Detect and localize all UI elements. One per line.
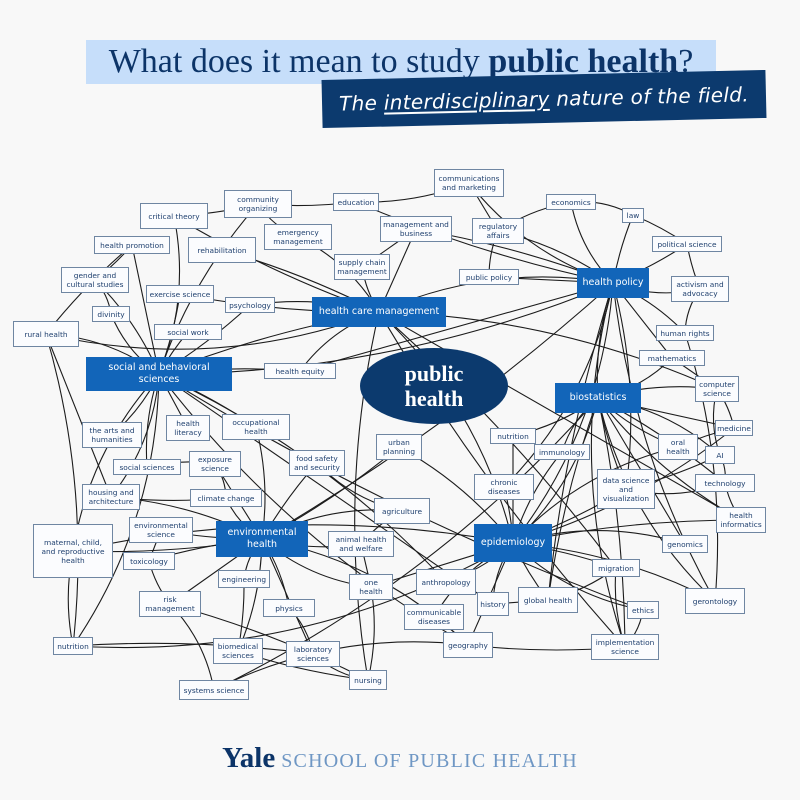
node-anthropology: anthropology (416, 569, 476, 595)
node-regulatory-affairs: regulatory affairs (472, 218, 524, 244)
node-critical-theory: critical theory (140, 203, 208, 229)
edge-hp-imp (590, 282, 626, 648)
node-social-and-behavioral-sciences: social and behavioral sciences (86, 357, 232, 391)
node-exercise-science: exercise science (146, 285, 214, 303)
node-rehabilitation: rehabilitation (188, 237, 256, 263)
edge-sbs-co (158, 203, 259, 375)
edge-bio-imp (597, 397, 626, 648)
edge-hcm-nur (354, 311, 380, 681)
node-education: education (333, 193, 379, 211)
edge-hp-he (299, 282, 614, 372)
edge-sbs-nut2 (72, 373, 160, 647)
node-maternal-child-and-reproductive-health: maternal, child, and reproductive health (33, 524, 113, 578)
node-social-work: social work (154, 324, 222, 340)
node-community-organizing: community organizing (224, 190, 292, 218)
node-physics: physics (263, 599, 315, 617)
node-biomedical-sciences: biomedical sciences (213, 638, 263, 664)
page-title: What does it mean to study public health… (86, 40, 716, 84)
edge-rh-nut2 (45, 333, 79, 647)
node-nutrition: nutrition (53, 637, 93, 655)
node-chronic-diseases: chronic diseases (474, 474, 534, 500)
node-epidemiology: epidemiology (474, 524, 552, 562)
yale-wordmark: Yale (222, 742, 276, 774)
node-health-care-management: health care management (312, 297, 446, 327)
node-climate-change: climate change (190, 489, 262, 507)
node-genomics: genomics (662, 535, 708, 553)
node-health-literacy: health literacy (166, 415, 210, 441)
node-communicable-diseases: communicable diseases (404, 604, 464, 630)
node-ethics: ethics (627, 601, 659, 619)
node-mathematics: mathematics (639, 350, 705, 366)
node-nursing: nursing (349, 670, 387, 690)
node-psychology: psychology (225, 297, 275, 313)
node-animal-health-and-welfare: animal health and welfare (328, 531, 394, 557)
node-toxicology: toxicology (123, 552, 175, 570)
node-political-science: political science (652, 236, 722, 252)
node-management-and-business: management and business (380, 216, 452, 242)
node-laboratory-sciences: laboratory sciences (286, 641, 340, 667)
node-public-health-center: public health (360, 348, 508, 424)
node-law: law (622, 207, 644, 223)
node-housing-and-architecture: housing and architecture (82, 484, 140, 510)
node-global-health: global health (518, 587, 578, 613)
node-immunology: immunology (534, 444, 590, 460)
node-migration: migration (592, 559, 640, 577)
node-data-science-and-visualization: data science and visualization (597, 469, 655, 509)
node-ai: AI (705, 446, 735, 464)
node-emergency-management: emergency management (264, 224, 332, 250)
node-gerontology: gerontology (685, 588, 745, 614)
node-one-health: one health (349, 574, 393, 600)
node-exposure-science: exposure science (189, 451, 241, 477)
node-medicine: medicine (715, 420, 753, 436)
node-economics: economics (546, 194, 596, 210)
node-health-policy: health policy (577, 268, 649, 298)
node-environmental-science: environmental science (129, 517, 193, 543)
node-nutrition: nutrition (490, 428, 536, 444)
node-agriculture: agriculture (374, 498, 430, 524)
node-health-equity: health equity (264, 363, 336, 379)
node-geography: geography (443, 632, 493, 658)
node-technology: technology (695, 474, 755, 492)
node-supply-chain-management: supply chain management (334, 254, 390, 280)
school-name: SCHOOL OF PUBLIC HEALTH (281, 750, 578, 772)
edge-hp-epi (512, 282, 614, 544)
node-oral-health: oral health (658, 434, 698, 460)
node-activism-and-advocacy: activism and advocacy (671, 276, 729, 302)
node-rural-health: rural health (13, 321, 79, 347)
node-risk-management: risk management (139, 591, 201, 617)
node-the-arts-and-humanities: the arts and humanities (82, 422, 142, 448)
node-urban-planning: urban planning (376, 434, 422, 460)
edge-rh-ha (45, 333, 112, 498)
node-health-promotion: health promotion (94, 236, 170, 254)
node-divinity: divinity (92, 306, 130, 322)
node-implementation-science: implementation science (591, 634, 659, 660)
node-communications-and-marketing: communications and marketing (434, 169, 504, 197)
edge-hr-ger (684, 332, 719, 602)
edge-hp-gh (547, 282, 614, 601)
edge-hp-ger (612, 282, 716, 602)
node-systems-science: systems science (179, 680, 249, 700)
title-prefix: What does it mean to study (108, 43, 489, 80)
node-environmental-health: environmental health (216, 521, 308, 557)
node-social-sciences: social sciences (113, 459, 181, 475)
node-health-informatics: health informatics (716, 507, 766, 533)
node-public-policy: public policy (459, 269, 519, 285)
node-occupational-health: occupational health (222, 414, 290, 440)
node-food-safety-and-security: food safety and security (289, 450, 345, 476)
edge-bio-gh (547, 397, 599, 601)
node-human-rights: human rights (656, 325, 714, 341)
node-computer-science: computer science (695, 376, 739, 402)
node-engineering: engineering (218, 570, 270, 588)
edge-nut2-lab (72, 642, 314, 655)
node-gender-and-cultural-studies: gender and cultural studies (61, 267, 129, 293)
edge-bio-epi (512, 397, 599, 544)
node-history: history (477, 592, 509, 616)
node-biostatistics: biostatistics (555, 383, 641, 413)
